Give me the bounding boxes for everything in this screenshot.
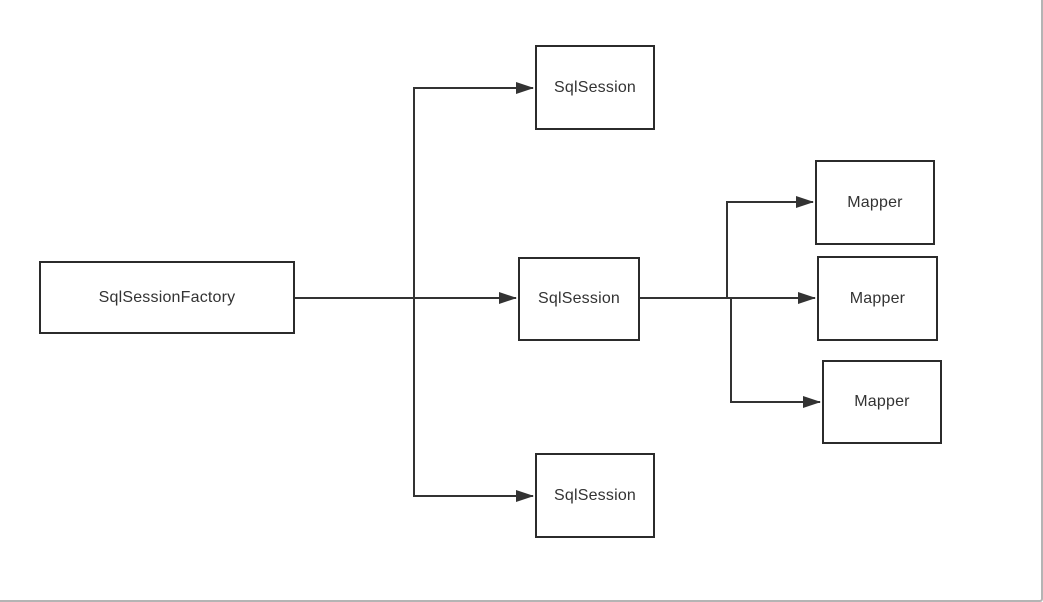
node-sql-session-bottom-label: SqlSession bbox=[553, 486, 637, 504]
connector-factory-to-sqlsession-top bbox=[295, 82, 534, 299]
node-sql-session-middle-label: SqlSession bbox=[537, 290, 621, 307]
node-mapper-middle: Mapper bbox=[817, 256, 938, 341]
node-sql-session-middle: SqlSession bbox=[518, 257, 640, 341]
node-mapper-top: Mapper bbox=[815, 160, 935, 245]
node-sql-session-top-label: SqlSession bbox=[553, 78, 637, 96]
node-mapper-bottom: Mapper bbox=[822, 360, 942, 444]
node-mapper-top-label: Mapper bbox=[847, 193, 903, 211]
node-mapper-middle-label: Mapper bbox=[849, 289, 906, 307]
connector-factory-to-sqlsession-bottom bbox=[413, 298, 534, 502]
node-mapper-bottom-label: Mapper bbox=[854, 393, 910, 410]
node-sql-session-top: SqlSession bbox=[535, 45, 655, 130]
node-sql-session-bottom: SqlSession bbox=[535, 453, 655, 538]
node-sql-session-factory: SqlSessionFactory bbox=[39, 261, 295, 334]
connector-sqlsession-to-mapper-bottom bbox=[640, 297, 821, 408]
node-sql-session-factory-label: SqlSessionFactory bbox=[98, 288, 236, 306]
connector-sqlsession-to-mapper-top bbox=[640, 196, 814, 299]
